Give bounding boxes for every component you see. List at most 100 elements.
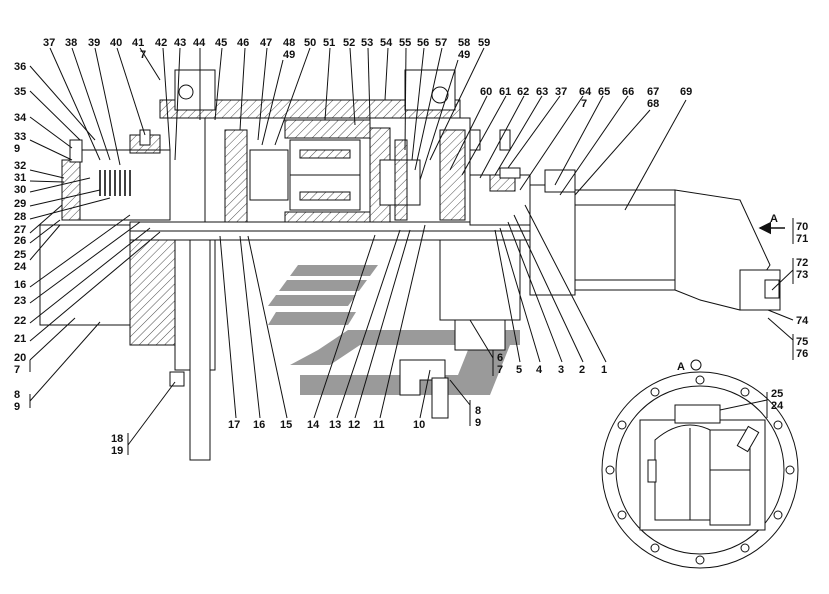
callout-16: 16	[253, 419, 265, 431]
callout-39: 39	[88, 37, 100, 49]
callout-41: 41	[132, 37, 144, 49]
callout-65: 65	[598, 86, 610, 98]
callout-10: 10	[413, 419, 425, 431]
callout-59: 59	[478, 37, 490, 49]
brake-disc-stack	[99, 170, 131, 196]
callout-1: 1	[601, 364, 607, 376]
callout-20: 20	[14, 352, 26, 364]
callout-8-left: 8	[14, 389, 20, 401]
callout-13: 13	[329, 419, 341, 431]
callout-5: 5	[516, 364, 522, 376]
inset-view-a: A 25 24	[601, 359, 799, 569]
callout-11: 11	[373, 419, 385, 431]
callout-29: 29	[14, 198, 26, 210]
callout-8-sub-9-bottom: 9	[475, 417, 481, 429]
callout-8-sub-9-left: 9	[14, 401, 20, 413]
view-a-label: A	[770, 213, 778, 225]
callout-45: 45	[215, 37, 227, 49]
callout-17: 17	[228, 419, 240, 431]
callout-57: 57	[435, 37, 447, 49]
callout-54: 54	[380, 37, 393, 49]
callout-6: 6	[497, 352, 503, 364]
callout-67-sub-68: 68	[647, 98, 659, 110]
callout-73: 73	[796, 269, 808, 281]
callout-58-sub-49: 49	[458, 49, 470, 61]
callout-33: 33	[14, 131, 26, 143]
callout-16-left: 16	[14, 279, 26, 291]
callout-8-bottom: 8	[475, 405, 481, 417]
callout-50: 50	[304, 37, 316, 49]
callout-12: 12	[348, 419, 360, 431]
upper-right-callouts: 60 61 62 63 37 7 64 65 66 67 68 69	[449, 86, 692, 211]
callout-47: 47	[260, 37, 272, 49]
callout-70: 70	[796, 221, 808, 233]
callout-30: 30	[14, 184, 26, 196]
inset-callout-24: 24	[771, 400, 784, 412]
callout-34: 34	[14, 112, 27, 124]
callout-63: 63	[536, 86, 548, 98]
callout-71: 71	[796, 233, 808, 245]
callout-36: 36	[14, 61, 26, 73]
callout-25-sub-24: 24	[14, 261, 27, 273]
callout-66: 66	[622, 86, 634, 98]
right-callouts: 70 71 72 73 74 75 76	[767, 218, 809, 360]
callout-2: 2	[579, 364, 585, 376]
main-section-view	[39, 69, 580, 461]
callout-33-sub-9: 9	[14, 143, 20, 155]
callout-22: 22	[14, 315, 26, 327]
callout-14: 14	[307, 419, 320, 431]
callout-46: 46	[237, 37, 249, 49]
inset-callout-25: 25	[771, 388, 783, 400]
callout-23: 23	[14, 295, 26, 307]
callout-25: 25	[14, 249, 26, 261]
callout-67: 67	[647, 86, 659, 98]
view-a-marker: A	[758, 213, 785, 235]
callout-74: 74	[796, 315, 809, 327]
callout-75: 75	[796, 336, 808, 348]
callout-35: 35	[14, 86, 26, 98]
callout-44: 44	[193, 37, 206, 49]
callout-61: 61	[499, 86, 511, 98]
callout-18: 18	[111, 433, 123, 445]
bottom-callouts: 17 16 15 14 13 12 11 10 8 9 18 19	[111, 224, 481, 457]
callout-6-sub-7: 7	[497, 364, 503, 376]
callout-20-sub-7: 7	[14, 364, 20, 376]
callout-69: 69	[680, 86, 692, 98]
callout-27: 27	[14, 224, 26, 236]
callout-37-right: 37	[555, 86, 567, 98]
callout-21: 21	[14, 333, 26, 345]
inset-bolt-circle	[605, 375, 795, 565]
callout-3: 3	[558, 364, 564, 376]
callout-26: 26	[14, 235, 26, 247]
callout-48-sub-49: 49	[283, 49, 295, 61]
callout-18-sub-19: 19	[111, 445, 123, 457]
callout-43: 43	[174, 37, 186, 49]
callout-53: 53	[361, 37, 373, 49]
watermark-logo	[268, 265, 520, 395]
callout-31: 31	[14, 172, 26, 184]
callout-37: 37	[43, 37, 55, 49]
callout-56: 56	[417, 37, 429, 49]
top-callouts: 37 38 39 40 41 7 42 43 44 45 46 47 48 49…	[43, 37, 490, 181]
callout-42: 42	[155, 37, 167, 49]
callout-60: 60	[480, 86, 492, 98]
left-callouts: 36 35 34 33 9 32 31 30 29 28 27 26 25 24…	[14, 61, 161, 413]
callout-28: 28	[14, 211, 26, 223]
callout-55: 55	[399, 37, 411, 49]
callout-52: 52	[343, 37, 355, 49]
callout-48: 48	[283, 37, 295, 49]
callout-37-sub-7: 7	[581, 98, 587, 110]
callout-41-sub-7: 7	[140, 49, 146, 61]
callout-62: 62	[517, 86, 529, 98]
hydraulic-motor	[574, 189, 781, 311]
callout-64: 64	[579, 86, 592, 98]
callout-58: 58	[458, 37, 470, 49]
callout-51: 51	[323, 37, 335, 49]
lower-right-callouts: 6 7 5 4 3 2 1	[469, 204, 607, 376]
callout-4: 4	[536, 364, 543, 376]
inset-view-a-label: A	[677, 361, 685, 373]
callout-76: 76	[796, 348, 808, 360]
callout-15: 15	[280, 419, 292, 431]
callout-38: 38	[65, 37, 77, 49]
